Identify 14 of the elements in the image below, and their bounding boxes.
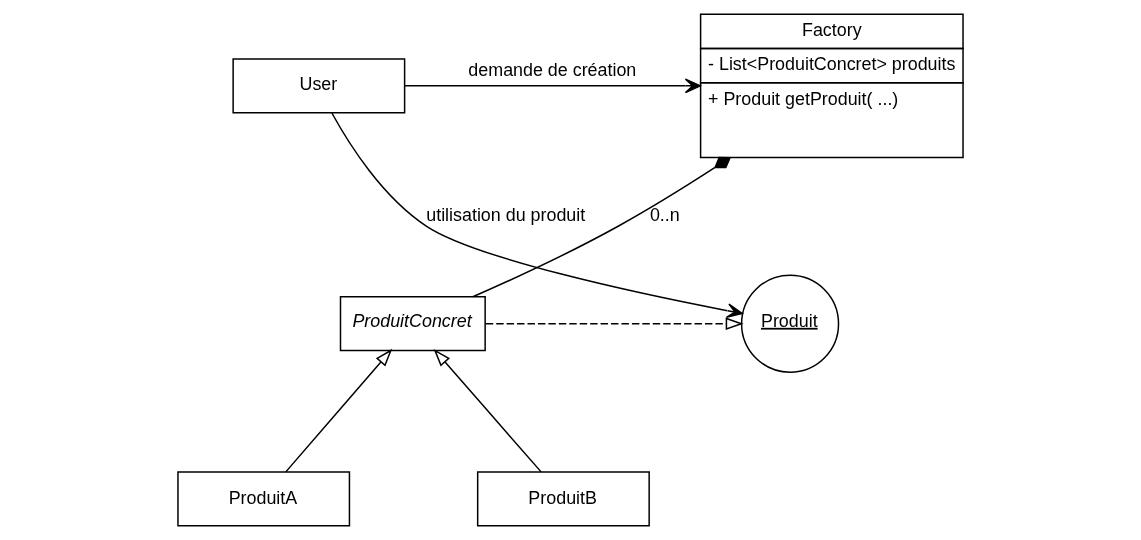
arrow	[404, 78, 702, 94]
node-box: ProduitConcret	[339, 296, 486, 352]
connector	[472, 156, 732, 298]
arrow	[285, 348, 393, 473]
edge-label: demande de création	[468, 60, 637, 81]
arrow	[433, 348, 542, 473]
node-box: ProduitA	[177, 471, 351, 527]
node-box: User	[232, 58, 406, 114]
node-box: ProduitB	[476, 471, 650, 527]
edge-label: 0..n	[649, 204, 680, 225]
arrow	[485, 317, 744, 330]
edge-label: utilisation du produit	[426, 204, 586, 225]
arrow	[331, 112, 744, 319]
node-circle: Produit	[740, 274, 840, 373]
